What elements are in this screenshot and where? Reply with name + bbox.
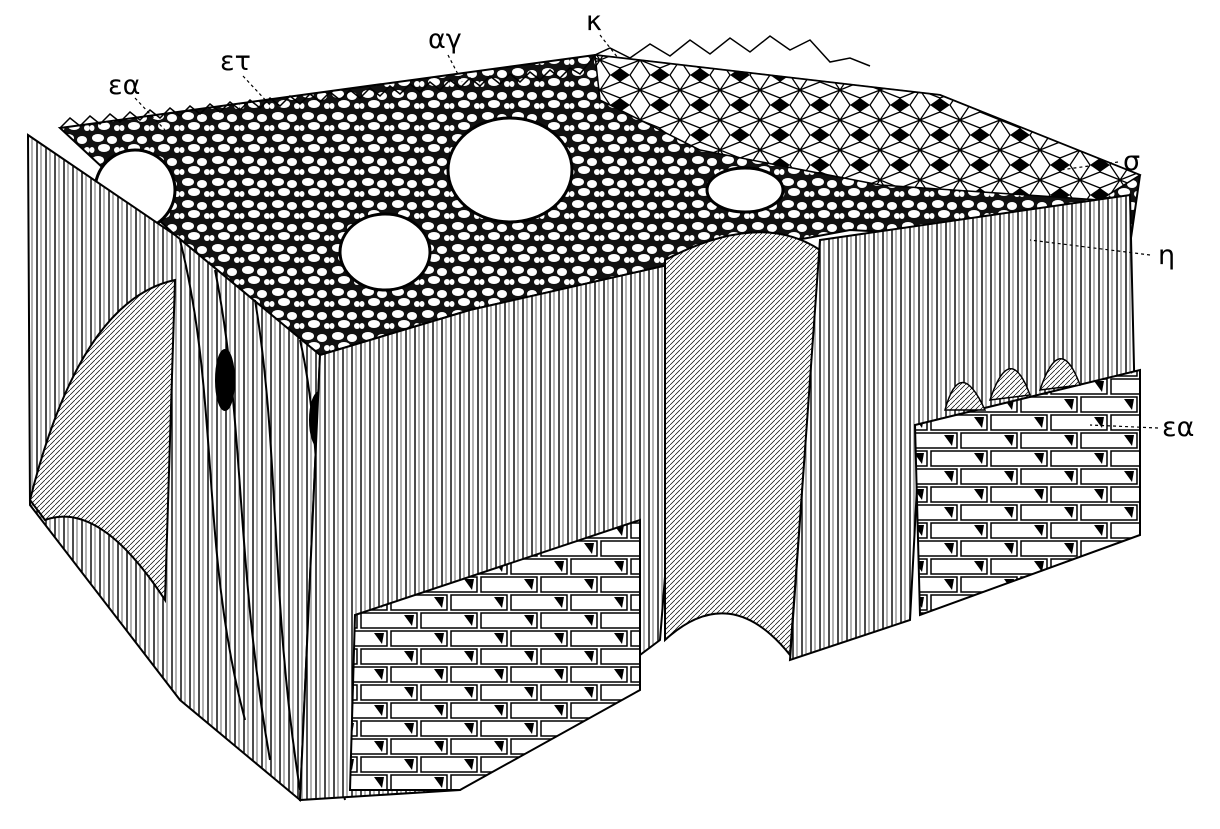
label-s: σ [1123,146,1140,177]
right-face-arches [944,358,1082,411]
left-vessel-cut [28,278,177,604]
ray-bricks-center [348,518,641,791]
vessel-large [446,116,574,224]
label-h: η [1158,240,1175,271]
label-et: ετ [220,46,251,77]
ray-bricks-right [913,368,1141,617]
vessel-medium [338,212,432,292]
label-ea-right: εα [1162,412,1194,443]
leader-lines [134,34,1159,429]
label-ea-top: εα [108,70,140,101]
ray-region-top [594,54,1142,201]
top-edge-teeth [59,35,871,129]
label-ag: αγ [428,24,462,55]
label-k: κ [586,6,602,37]
vessel-small [705,166,785,214]
